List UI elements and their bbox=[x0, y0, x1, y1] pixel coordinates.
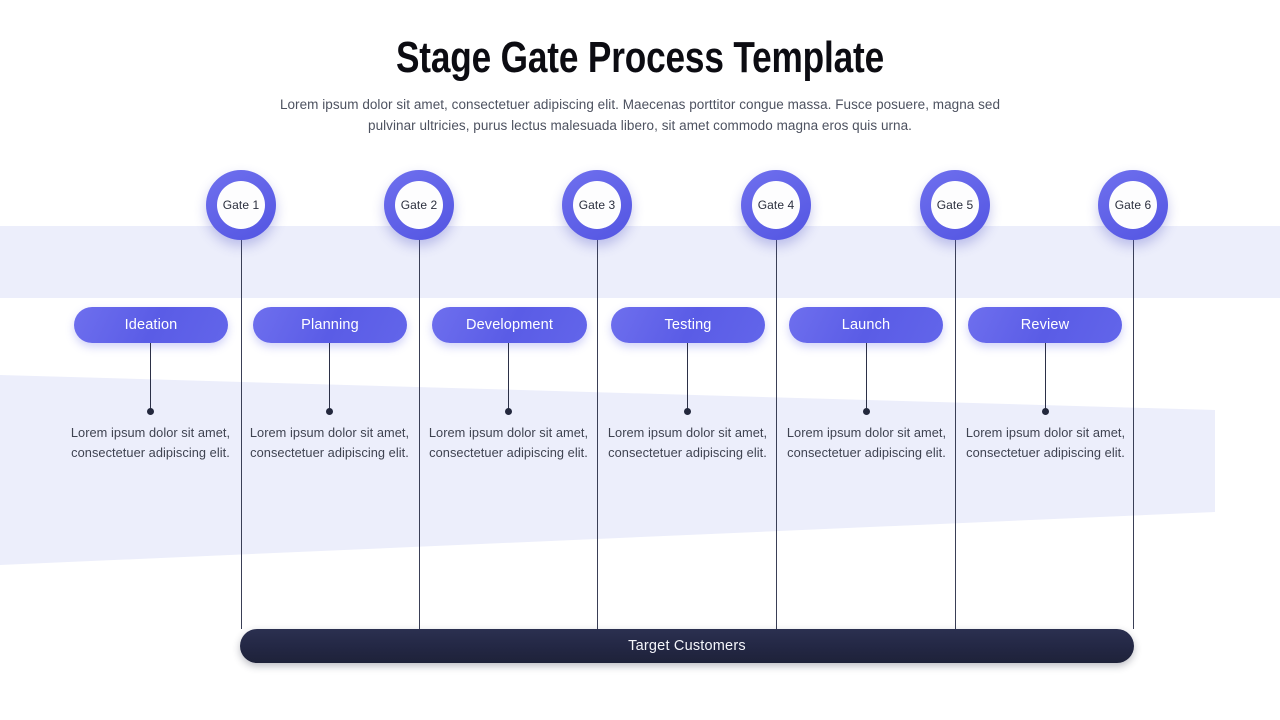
gate-rail-1 bbox=[241, 225, 242, 629]
page-subtitle: Lorem ipsum dolor sit amet, consectetuer… bbox=[279, 96, 1001, 133]
stage-connector-dot-4 bbox=[684, 408, 691, 415]
page-title: Stage Gate Process Template bbox=[395, 33, 885, 82]
gate-marker-6[interactable]: Gate 6 bbox=[1098, 170, 1168, 240]
stage-pill-review[interactable]: Review bbox=[968, 307, 1122, 343]
stage-connector-2 bbox=[329, 343, 330, 411]
stage-label-testing: Testing bbox=[664, 317, 712, 333]
gate-inner-4: Gate 4 bbox=[752, 181, 800, 229]
header: Stage Gate Process Template Lorem ipsum … bbox=[0, 0, 1280, 136]
stage-description-2: Lorem ipsum dolor sit amet, consectetuer… bbox=[249, 425, 410, 460]
gate-inner-1: Gate 1 bbox=[217, 181, 265, 229]
stage-connector-dot-1 bbox=[147, 408, 154, 415]
gate-rail-2 bbox=[419, 225, 420, 629]
gate-label-3: Gate 3 bbox=[578, 198, 616, 212]
stage-pill-development[interactable]: Development bbox=[432, 307, 587, 343]
gate-marker-5[interactable]: Gate 5 bbox=[920, 170, 990, 240]
stage-connector-1 bbox=[150, 343, 151, 411]
background-band-top bbox=[0, 226, 1280, 298]
stage-connector-4 bbox=[687, 343, 688, 411]
stage-connector-6 bbox=[1045, 343, 1046, 411]
gate-label-4: Gate 4 bbox=[757, 198, 795, 212]
stage-label-development: Development bbox=[465, 317, 554, 333]
stage-connector-3 bbox=[508, 343, 509, 411]
stage-description-5: Lorem ipsum dolor sit amet, consectetuer… bbox=[786, 425, 947, 460]
stage-description-1: Lorem ipsum dolor sit amet, consectetuer… bbox=[70, 425, 231, 460]
stage-connector-dot-2 bbox=[326, 408, 333, 415]
gate-inner-2: Gate 2 bbox=[395, 181, 443, 229]
target-customers-bar[interactable]: Target Customers bbox=[240, 629, 1134, 663]
stage-pill-ideation[interactable]: Ideation bbox=[74, 307, 228, 343]
gate-rail-3 bbox=[597, 225, 598, 629]
gate-marker-4[interactable]: Gate 4 bbox=[741, 170, 811, 240]
stage-label-ideation: Ideation bbox=[124, 317, 178, 333]
gate-inner-6: Gate 6 bbox=[1109, 181, 1157, 229]
gate-marker-2[interactable]: Gate 2 bbox=[384, 170, 454, 240]
gate-label-5: Gate 5 bbox=[936, 198, 974, 212]
stage-label-planning: Planning bbox=[301, 317, 359, 333]
stage-description-6: Lorem ipsum dolor sit amet, consectetuer… bbox=[965, 425, 1126, 460]
gate-label-2: Gate 2 bbox=[400, 198, 438, 212]
gate-inner-3: Gate 3 bbox=[573, 181, 621, 229]
stage-pill-planning[interactable]: Planning bbox=[253, 307, 407, 343]
stage-connector-dot-3 bbox=[505, 408, 512, 415]
gate-inner-5: Gate 5 bbox=[931, 181, 979, 229]
gate-label-1: Gate 1 bbox=[222, 198, 260, 212]
stage-connector-dot-5 bbox=[863, 408, 870, 415]
gate-rail-5 bbox=[955, 225, 956, 629]
stage-connector-dot-6 bbox=[1042, 408, 1049, 415]
target-customers-label: Target Customers bbox=[628, 638, 746, 654]
gate-rail-4 bbox=[776, 225, 777, 629]
gate-marker-1[interactable]: Gate 1 bbox=[206, 170, 276, 240]
background-band-diagonal bbox=[0, 330, 1215, 565]
stage-pill-launch[interactable]: Launch bbox=[789, 307, 943, 343]
gate-marker-3[interactable]: Gate 3 bbox=[562, 170, 632, 240]
gate-rail-6 bbox=[1133, 225, 1134, 629]
stage-description-3: Lorem ipsum dolor sit amet, consectetuer… bbox=[428, 425, 589, 460]
stage-label-launch: Launch bbox=[841, 317, 891, 333]
stage-pill-testing[interactable]: Testing bbox=[611, 307, 765, 343]
gate-label-6: Gate 6 bbox=[1114, 198, 1152, 212]
stage-label-review: Review bbox=[1020, 317, 1070, 333]
stage-description-4: Lorem ipsum dolor sit amet, consectetuer… bbox=[607, 425, 768, 460]
stage-connector-5 bbox=[866, 343, 867, 411]
